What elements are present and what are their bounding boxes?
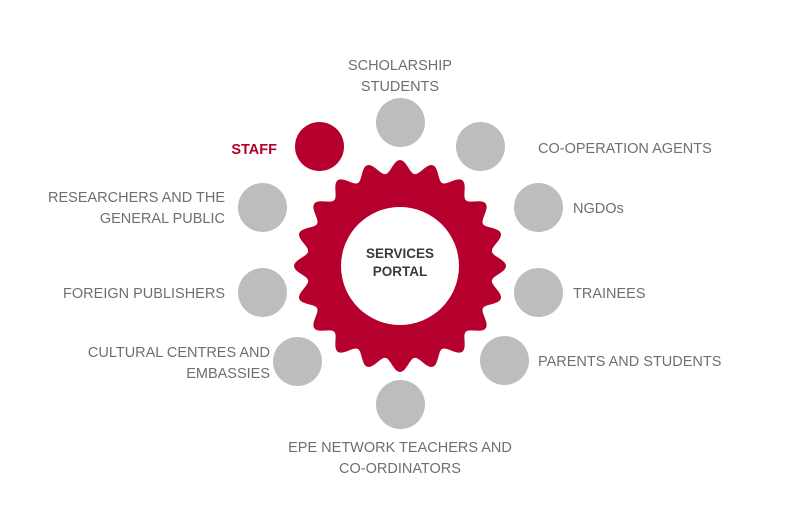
label-line: CO-OPERATION AGENTS: [538, 141, 712, 157]
label-cultural-centres[interactable]: CULTURAL CENTRES AND EMBASSIES: [88, 343, 270, 385]
label-researchers[interactable]: RESEARCHERS AND THE GENERAL PUBLIC: [48, 188, 225, 230]
hub-circle: [341, 207, 459, 325]
label-scholarship-students[interactable]: SCHOLARSHIP STUDENTS: [250, 56, 550, 98]
node-ngdos[interactable]: [513, 182, 563, 232]
label-line: PARENTS AND STUDENTS: [538, 354, 722, 370]
label-line: NGDOs: [573, 201, 624, 217]
node-researchers[interactable]: [237, 182, 287, 232]
label-line: GENERAL PUBLIC: [99, 211, 225, 227]
label-line: SCHOLARSHIP: [348, 58, 452, 74]
label-line: STAFF: [231, 142, 277, 158]
label-line: CO-ORDINATORS: [339, 461, 461, 477]
node-cultural-centres[interactable]: [272, 336, 322, 386]
node-co-operation-agents[interactable]: [455, 121, 505, 171]
node-foreign-publishers[interactable]: [237, 267, 287, 317]
node-trainees[interactable]: [513, 267, 563, 317]
label-line: TRAINEES: [573, 286, 646, 302]
hub-label-line-2: PORTAL: [372, 264, 428, 279]
label-line: FOREIGN PUBLISHERS: [63, 286, 225, 302]
label-co-operation-agents[interactable]: CO-OPERATION AGENTS: [538, 139, 712, 160]
label-epe-network-teachers[interactable]: EPE NETWORK TEACHERS AND CO-ORDINATORS: [250, 438, 550, 480]
label-ngdos[interactable]: NGDOs: [573, 199, 624, 220]
label-line: CULTURAL CENTRES AND: [87, 345, 270, 361]
label-line: RESEARCHERS AND THE: [48, 190, 225, 206]
hub-label-line-1: SERVICES: [365, 246, 435, 261]
label-line: EMBASSIES: [186, 366, 270, 382]
node-staff[interactable]: [294, 121, 344, 171]
node-epe-network-teachers[interactable]: [375, 379, 425, 429]
hub-label[interactable]: SERVICES PORTAL: [352, 245, 448, 281]
label-staff[interactable]: STAFF: [231, 140, 277, 161]
label-foreign-publishers[interactable]: FOREIGN PUBLISHERS: [63, 284, 225, 305]
label-trainees[interactable]: TRAINEES: [573, 284, 646, 305]
node-scholarship-students[interactable]: [375, 97, 425, 147]
label-line: STUDENTS: [360, 79, 440, 95]
label-parents-and-students[interactable]: PARENTS AND STUDENTS: [538, 352, 721, 373]
label-line: EPE NETWORK TEACHERS AND: [288, 440, 512, 456]
node-parents-and-students[interactable]: [479, 335, 529, 385]
